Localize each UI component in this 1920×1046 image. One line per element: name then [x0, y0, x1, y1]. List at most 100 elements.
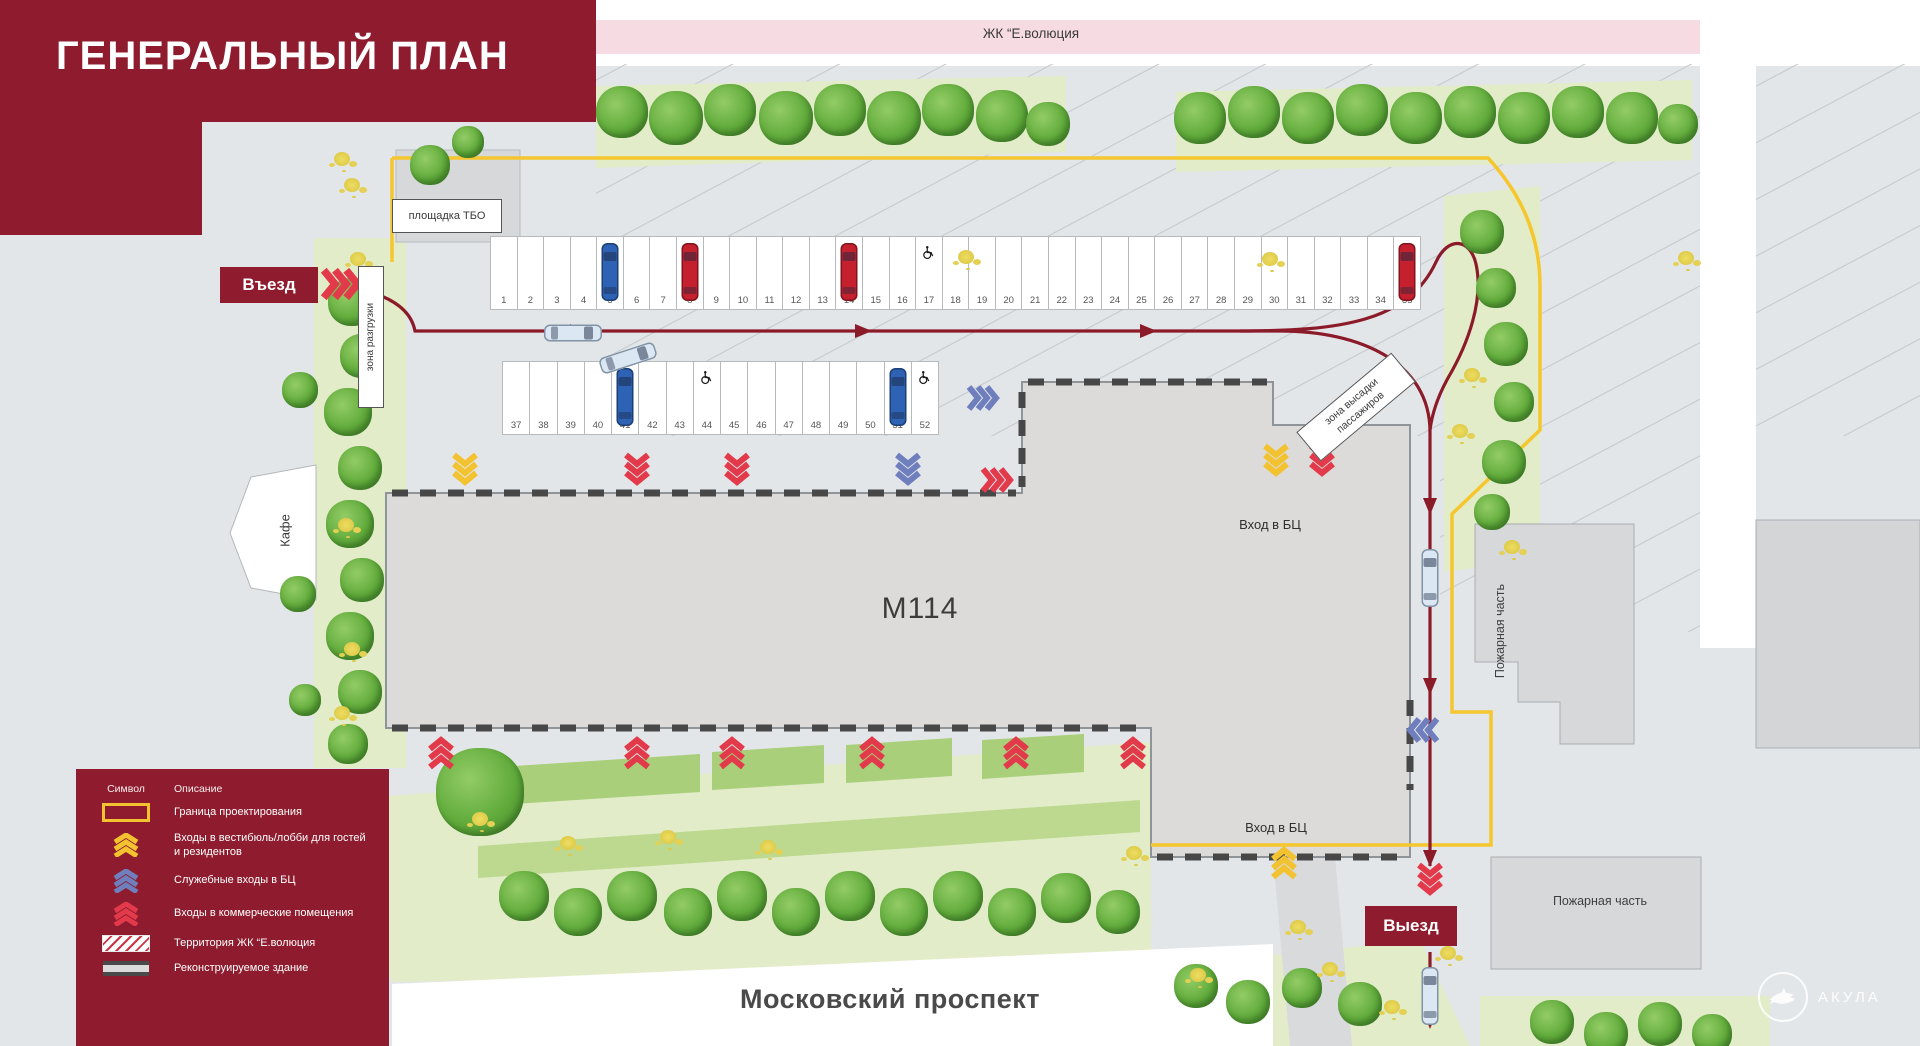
parking-spot: 41: [611, 361, 640, 435]
tree: [1338, 982, 1382, 1026]
tree: [1336, 84, 1388, 136]
right-road-band: [1700, 0, 1756, 648]
parking-spot-number: 49: [837, 420, 849, 431]
legend: Символ Описание Граница проектирования В…: [76, 769, 389, 1046]
driving-car: [1421, 967, 1439, 1025]
parking-spot: 39: [556, 361, 585, 435]
fire-station-side-building: [1474, 523, 1635, 745]
tree: [976, 90, 1028, 142]
bush: [1262, 252, 1278, 266]
parking-spot-number: 46: [756, 420, 767, 431]
bush: [334, 706, 350, 720]
tbo-label: площадка ТБО: [392, 199, 502, 233]
parking-spot: 7: [649, 236, 677, 310]
bush: [344, 642, 360, 656]
bush: [472, 812, 488, 826]
title-banner-leg: [0, 122, 202, 235]
tree: [1444, 86, 1496, 138]
bush: [560, 836, 576, 850]
tree: [1226, 980, 1270, 1024]
parking-spot: 46: [747, 361, 776, 435]
driving-car: [544, 324, 602, 342]
legend-item-lobby-entrances: Входы в вестибюль/лобби для гостей и рез…: [92, 831, 373, 860]
legend-item-reconstructed-building: Реконструируемое здание: [92, 960, 373, 976]
tree: [988, 888, 1036, 936]
parking-spot: 23: [1074, 236, 1103, 310]
residential-strip-label: ЖК “Е.волюция: [982, 26, 1080, 41]
tree: [1482, 440, 1526, 484]
parking-spot-number: 50: [865, 420, 876, 431]
entrance-chevrons-red: [1119, 730, 1147, 770]
tree: [814, 84, 866, 136]
building-swatch: [103, 960, 149, 976]
watermark-text: АКУЛА: [1818, 988, 1881, 1006]
parking-spot-number: 2: [527, 295, 533, 306]
entrance-chevrons-red: [718, 730, 746, 770]
boundary-swatch: [102, 803, 150, 822]
tree: [867, 91, 921, 145]
parking-spot: 20: [994, 236, 1023, 310]
street-label: Московский проспект: [740, 984, 1040, 1014]
tree: [338, 446, 382, 490]
parking-spot: 30: [1260, 236, 1289, 310]
parking-row-2: 37383940414243444546474849505152: [502, 361, 939, 435]
entrance-chevrons-yellow: [1270, 840, 1298, 880]
parking-spot-number: 42: [647, 420, 658, 431]
bush: [958, 250, 974, 264]
tree: [664, 888, 712, 936]
tree: [1498, 92, 1550, 144]
tree: [1228, 86, 1280, 138]
parking-spot: 45: [720, 361, 749, 435]
parking-spot-number: 28: [1215, 295, 1227, 306]
parking-spot-number: 40: [592, 420, 604, 431]
parking-spot-number: 33: [1348, 295, 1360, 306]
hedge-long: [478, 800, 1140, 878]
parking-spot: 5: [596, 236, 624, 310]
tree: [282, 372, 318, 408]
parking-spot: 27: [1180, 236, 1209, 310]
legend-item-commercial-entrances: Входы в коммерческие помещения: [92, 901, 373, 926]
parking-spot: 52: [910, 361, 939, 435]
entrance-chevrons-yellow: [1262, 443, 1290, 483]
wheelchair-icon: [919, 370, 930, 385]
entrance-label: Въезд: [220, 267, 318, 303]
tree: [1476, 268, 1516, 308]
page-title: ГЕНЕРАЛЬНЫЙ ПЛАН: [56, 34, 509, 78]
entrance-chevrons-red: [1416, 862, 1444, 902]
entrance-chevrons-blue: [966, 384, 1006, 412]
tree: [704, 84, 756, 136]
tree: [607, 871, 657, 921]
parking-spot: 12: [782, 236, 810, 310]
bush: [760, 840, 776, 854]
entrance-chevrons-red: [623, 730, 651, 770]
parking-spot-number: 7: [660, 295, 666, 306]
tree: [1041, 873, 1091, 923]
parked-car: [889, 368, 907, 426]
tree: [933, 871, 983, 921]
parking-spot: 15: [861, 236, 890, 310]
wheelchair-icon: [923, 245, 934, 260]
parking-spot: 19: [968, 236, 996, 310]
parking-spot-number: 12: [790, 295, 802, 306]
entrance-chevrons-red: [427, 730, 455, 770]
parking-spot-number: 16: [897, 295, 908, 306]
tree: [410, 145, 450, 185]
parking-spot: 37: [502, 361, 531, 435]
bush: [1464, 368, 1480, 382]
parking-spot-number: 48: [810, 420, 822, 431]
parking-spot: 3: [543, 236, 571, 310]
driving-car: [1421, 549, 1439, 607]
tree: [1174, 92, 1226, 144]
street-road: [392, 944, 1273, 1046]
bush: [660, 830, 676, 844]
parking-spot: 32: [1313, 236, 1342, 310]
parking-spot-number: 39: [565, 420, 576, 431]
entrance-chevrons-red: [623, 452, 651, 492]
residential-strip: [596, 20, 1700, 54]
parking-spot-number: 6: [633, 295, 640, 306]
parking-spot: 8: [675, 236, 704, 310]
tree: [1552, 86, 1604, 138]
parking-spot-number: 22: [1056, 295, 1068, 306]
parking-spot: 43: [665, 361, 694, 435]
exit-label: Выезд: [1365, 906, 1457, 946]
